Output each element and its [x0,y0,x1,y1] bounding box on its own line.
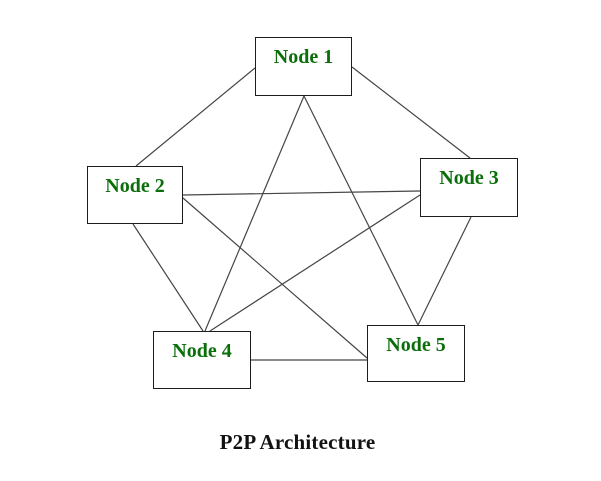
edge-node-3-node-4 [209,194,421,332]
node-label-node-3: Node 3 [439,167,499,189]
node-box-node-4: Node 4 [153,331,251,389]
edge-node-3-node-5 [417,216,472,326]
edge-node-1-node-5 [303,95,419,326]
edge-node-2-node-5 [182,197,368,359]
node-box-node-5: Node 5 [367,325,465,382]
edge-node-1-node-4 [204,95,305,332]
diagram-title: P2P Architecture [219,430,376,454]
node-label-node-1: Node 1 [273,46,334,68]
node-box-node-3: Node 3 [420,158,518,217]
edge-node-1-node-2 [135,67,256,167]
edge-node-2-node-3 [182,190,421,196]
node-label-node-4: Node 4 [172,340,232,362]
node-label-node-2: Node 2 [105,175,165,197]
edge-node-1-node-3 [351,66,471,159]
node-box-node-2: Node 2 [87,166,183,224]
node-label-node-5: Node 5 [386,334,446,356]
node-box-node-1: Node 1 [255,37,352,96]
edge-node-2-node-4 [132,223,204,332]
